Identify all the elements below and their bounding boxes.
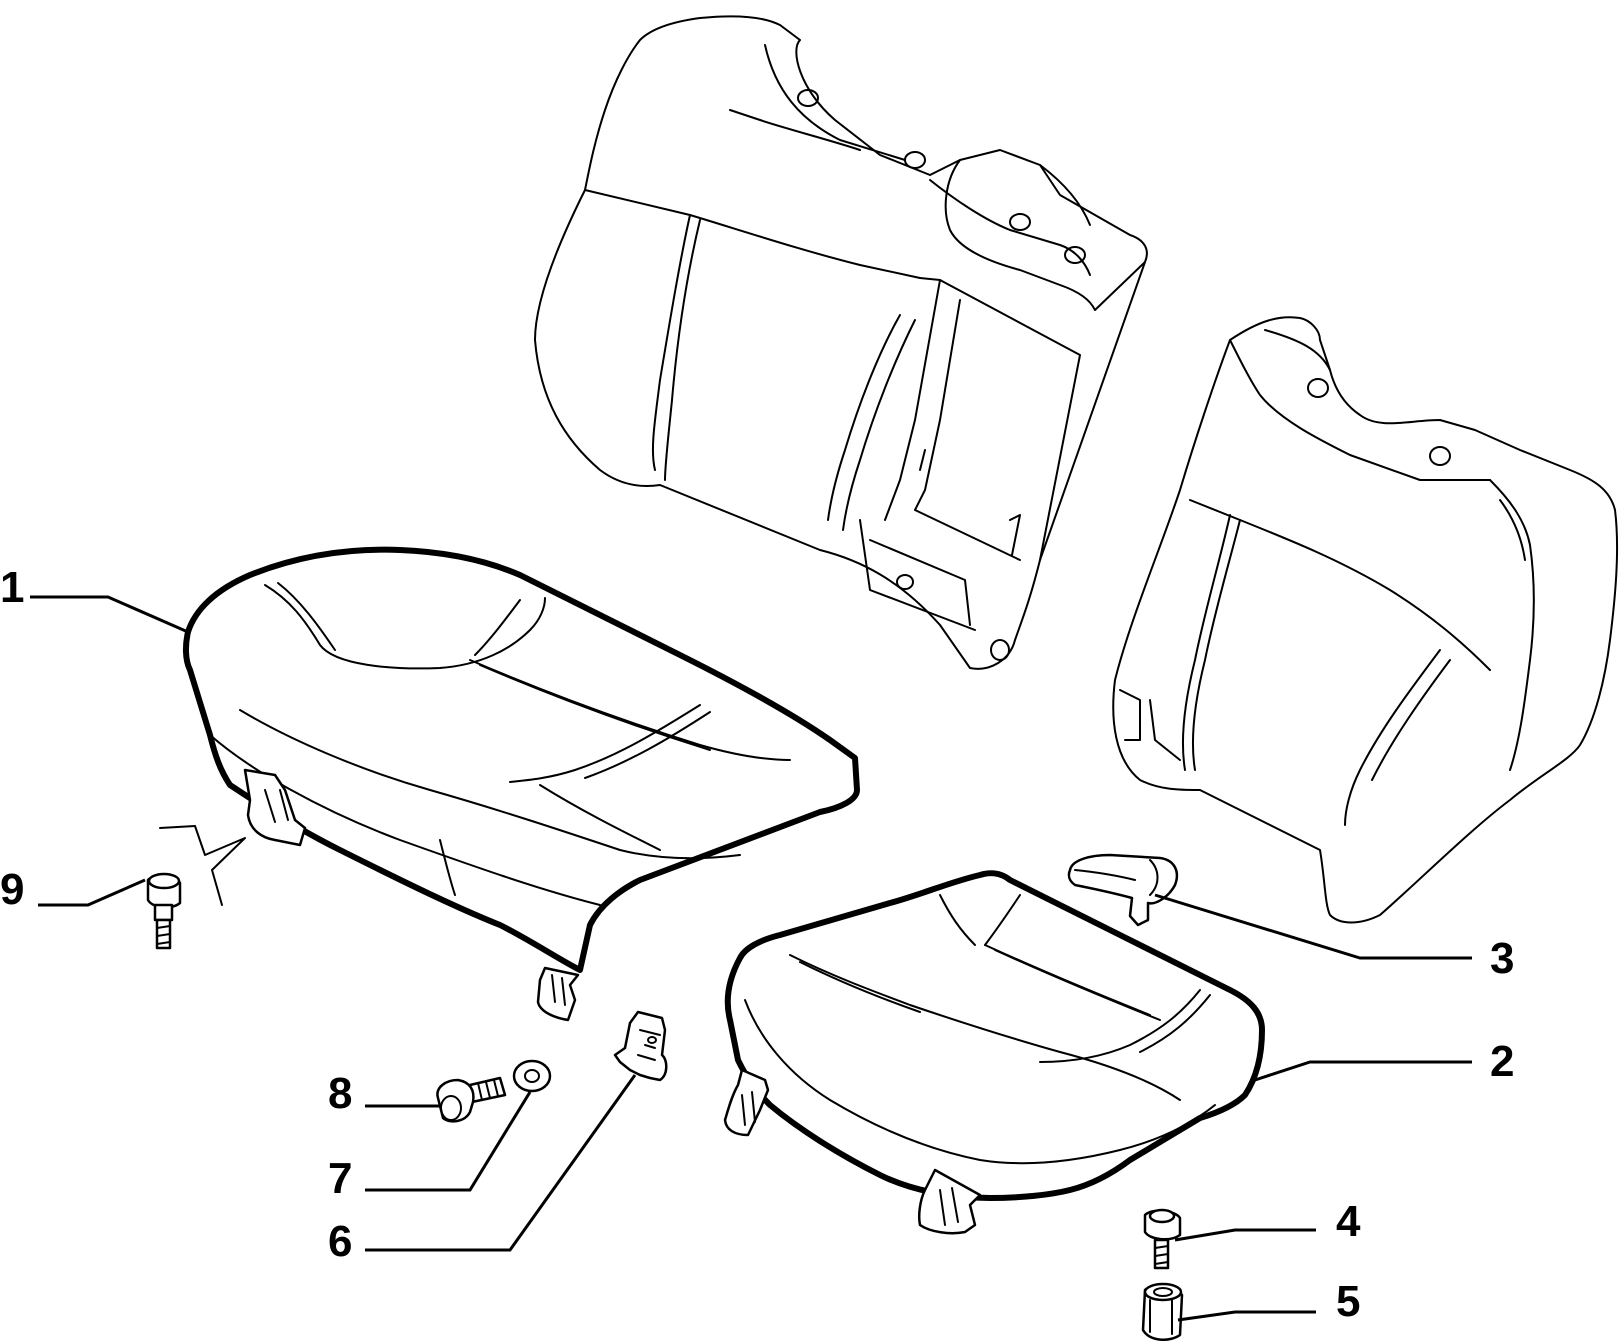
callout-7: 7 — [328, 1154, 352, 1203]
leader-4 — [1174, 1228, 1316, 1242]
leader-6 — [365, 1074, 637, 1252]
callout-2: 2 — [1490, 1037, 1514, 1086]
leader-7 — [365, 1091, 532, 1192]
small-backrest — [1112, 316, 1619, 924]
leader-2 — [1254, 1060, 1472, 1082]
break-mark — [159, 825, 246, 906]
leader-1 — [30, 595, 189, 634]
part-8-bolt — [436, 1076, 507, 1123]
leader-lines — [30, 595, 1472, 1322]
seat-cushion-left — [182, 546, 860, 1022]
part-7-washer — [512, 1059, 552, 1093]
callout-5: 5 — [1336, 1277, 1360, 1326]
leader-9 — [38, 878, 146, 907]
callout-6: 6 — [328, 1217, 352, 1266]
callout-labels: 1 2 3 4 5 6 7 8 9 — [0, 563, 1514, 1326]
callout-8: 8 — [328, 1069, 352, 1118]
part-6-bracket — [613, 1010, 668, 1082]
part-5-nut — [1141, 1282, 1184, 1341]
callout-9: 9 — [0, 865, 24, 914]
leader-3 — [1154, 893, 1472, 960]
leader-5 — [1177, 1310, 1316, 1322]
part-4-bolt — [1143, 1208, 1182, 1270]
seat-cushion-right — [723, 870, 1265, 1235]
callout-1: 1 — [0, 563, 24, 612]
part-9-bolt — [146, 872, 182, 950]
callout-4: 4 — [1336, 1197, 1361, 1246]
large-backrest — [534, 15, 1148, 670]
callout-3: 3 — [1490, 934, 1514, 983]
part-3-strap — [1067, 853, 1179, 927]
